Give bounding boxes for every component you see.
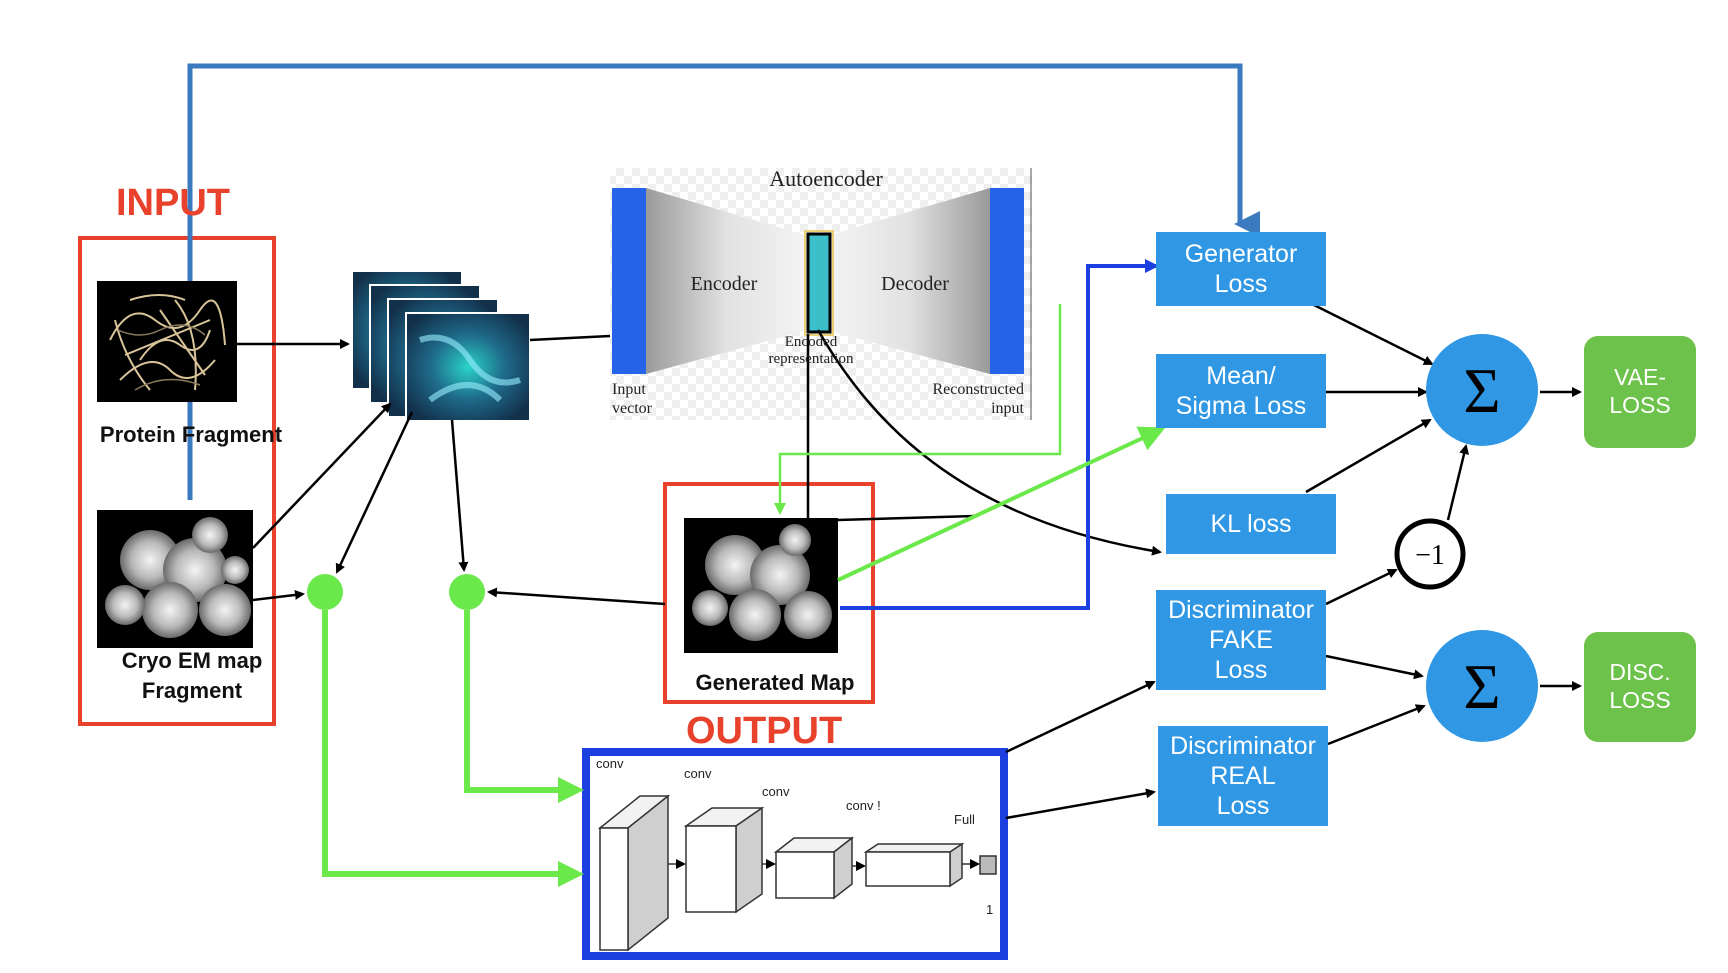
cryo-caption: Cryo EM map Fragment: [121, 648, 263, 703]
junction-real: [307, 574, 343, 610]
junction-fake: [449, 574, 485, 610]
input-frame: [78, 236, 276, 726]
input-title: INPUT: [116, 182, 230, 224]
cryo-map-image: [97, 510, 253, 648]
conv-label-4: conv !: [846, 798, 881, 813]
one-label: 1: [986, 902, 993, 917]
reconstructed-input-label: Reconstructed input: [932, 381, 1024, 418]
sigma-icon-vae: Σ: [1463, 355, 1500, 426]
autoencoder-diagram: [610, 168, 1032, 420]
black-connectors: [237, 302, 1582, 820]
disc-loss-box: DISC. LOSS: [1584, 632, 1696, 742]
protein-caption: Protein Fragment: [99, 422, 283, 447]
full-label: Full: [954, 812, 975, 827]
generated-map-frame: [663, 482, 875, 704]
conv-label-2: conv: [684, 766, 712, 781]
feature-map-stack: [351, 270, 531, 422]
autoencoder-title: Autoencoder: [769, 166, 883, 191]
generated-caption: Generated Map: [695, 670, 855, 695]
output-title: OUTPUT: [686, 710, 843, 752]
kl-loss-box: KL loss: [1166, 494, 1336, 554]
discriminator-fake-loss-box: Discriminator FAKE Loss: [1156, 590, 1326, 690]
mean-sigma-loss-box: Mean/ Sigma Loss: [1156, 354, 1326, 428]
discriminator-real-loss-box: Discriminator REAL Loss: [1158, 726, 1328, 826]
decoder-label: Decoder: [881, 273, 949, 295]
conv-label-3: conv: [762, 784, 790, 799]
disc-sum-node: [1426, 630, 1538, 742]
conv-label-1: conv: [596, 756, 624, 771]
generator-input-line: [840, 259, 1159, 610]
input-vector-label: Input vector: [612, 381, 652, 418]
sigma-icon-disc: Σ: [1463, 651, 1500, 722]
generator-loss-box: Generator Loss: [1156, 232, 1326, 306]
encoder-label: Encoder: [691, 273, 758, 295]
green-connectors: [322, 304, 1166, 887]
generated-map-image: [684, 518, 838, 653]
protein-fragment-image: [97, 281, 237, 402]
negate-node: [1394, 518, 1466, 590]
negate-label: −1: [1415, 540, 1445, 571]
encoded-representation-label: Encoded representation: [768, 334, 854, 368]
discriminator-network: [597, 794, 997, 952]
vae-loss-box: VAE- LOSS: [1584, 336, 1696, 448]
vae-sum-node: [1426, 334, 1538, 446]
